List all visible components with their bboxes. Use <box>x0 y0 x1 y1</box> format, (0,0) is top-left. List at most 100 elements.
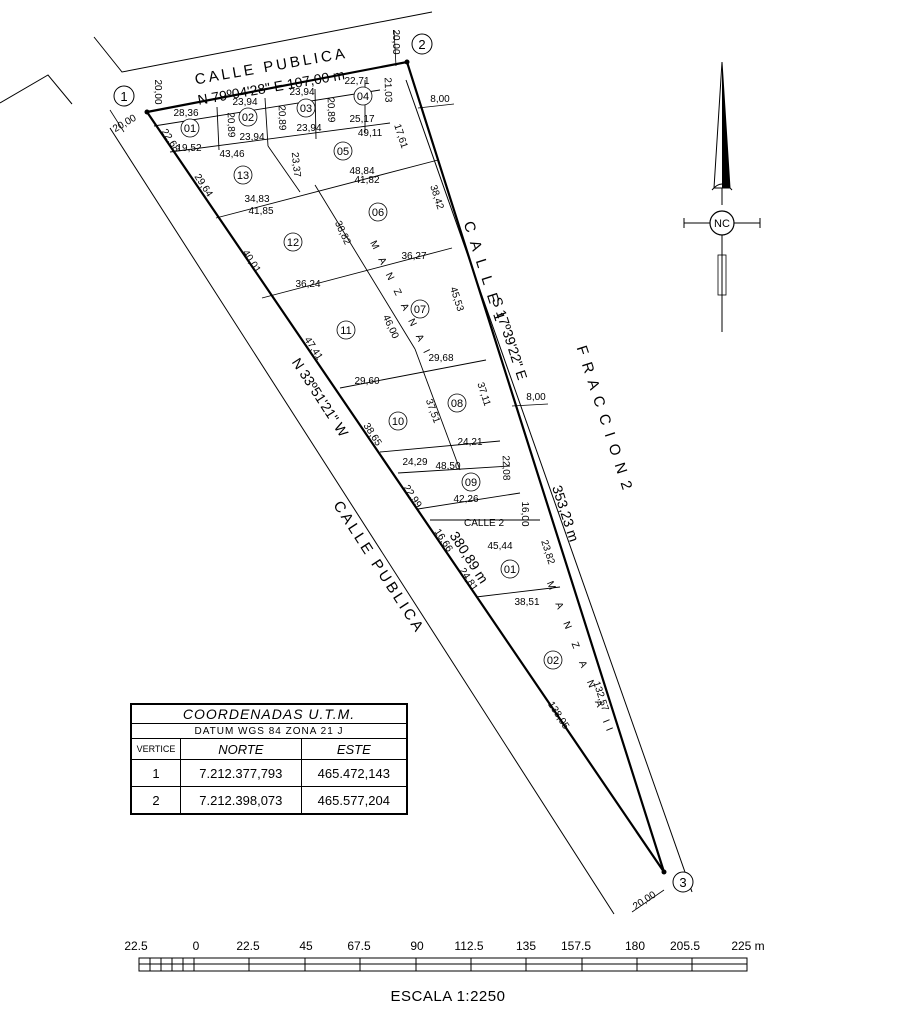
cell-este: 465.577,204 <box>300 786 408 815</box>
svg-text:37,51: 37,51 <box>423 398 442 426</box>
svg-text:45: 45 <box>299 939 313 953</box>
scale-title: ESCALA 1:2250 <box>391 988 506 1005</box>
cell-este: 465.472,143 <box>300 759 408 787</box>
svg-text:28,36: 28,36 <box>173 108 198 119</box>
svg-text:21,03: 21,03 <box>382 77 394 103</box>
svg-text:43,46: 43,46 <box>219 149 244 160</box>
svg-text:45,44: 45,44 <box>487 541 512 552</box>
north-arrow-icon: NC <box>683 61 761 332</box>
svg-text:20,89: 20,89 <box>325 97 337 123</box>
svg-text:20,89: 20,89 <box>225 112 237 138</box>
svg-text:20,00: 20,00 <box>631 889 658 912</box>
svg-text:38,82: 38,82 <box>332 219 353 247</box>
width-dimensions <box>109 29 665 913</box>
parcel-boundary <box>145 60 666 873</box>
lot-10: 10 <box>388 411 408 431</box>
svg-text:23,37: 23,37 <box>289 152 303 178</box>
svg-text:13: 13 <box>237 170 249 182</box>
lot-11: 11 <box>336 320 356 340</box>
svg-text:22.5: 22.5 <box>236 939 260 953</box>
svg-text:20,00: 20,00 <box>390 29 401 54</box>
svg-text:3: 3 <box>679 875 686 890</box>
vertex-2: 2 <box>404 33 433 65</box>
svg-text:01: 01 <box>184 123 196 135</box>
svg-text:8,00: 8,00 <box>430 94 450 105</box>
m2-lot-02: 02 <box>543 650 563 670</box>
svg-text:25,17: 25,17 <box>349 114 374 125</box>
lot-07: 07 <box>410 299 430 319</box>
svg-text:40,01: 40,01 <box>240 248 263 275</box>
table-datum: DATUM WGS 84 ZONA 21 J <box>130 723 408 739</box>
svg-text:34,83: 34,83 <box>244 194 269 205</box>
street-edges <box>0 11 693 915</box>
svg-text:46,00: 46,00 <box>380 313 401 341</box>
svg-text:37,11: 37,11 <box>474 381 492 408</box>
svg-text:38,51: 38,51 <box>514 597 539 608</box>
svg-text:16,00: 16,00 <box>519 501 530 526</box>
svg-text:29,60: 29,60 <box>354 376 379 387</box>
lot-05: 05 <box>333 141 353 161</box>
street-left: CALLE PUBLICA <box>329 498 428 637</box>
svg-text:48,84: 48,84 <box>349 166 374 177</box>
svg-text:157.5: 157.5 <box>561 939 591 953</box>
scale-bar <box>138 957 748 972</box>
lot-13: 13 <box>233 165 253 185</box>
header-vertice: VERTICE <box>130 738 181 760</box>
lot-01: 01 <box>180 118 200 138</box>
svg-text:02: 02 <box>547 655 559 667</box>
svg-text:45,53: 45,53 <box>447 286 465 314</box>
lot-03: 03 <box>296 98 316 118</box>
header-este: ESTE <box>300 738 408 760</box>
svg-text:29,68: 29,68 <box>428 353 453 364</box>
length-right: 353,23 m <box>549 483 582 543</box>
svg-text:23,94: 23,94 <box>232 97 257 108</box>
svg-text:17,61: 17,61 <box>391 123 409 151</box>
vertex-1: 1 <box>113 85 150 115</box>
scale-ticks: 22.5 0 22.5 45 67.5 90 112.5 135 157.5 1… <box>124 939 764 953</box>
svg-text:12: 12 <box>287 237 299 249</box>
svg-text:01: 01 <box>504 564 516 576</box>
lot-12: 12 <box>283 232 303 252</box>
header-norte: NORTE <box>180 738 302 760</box>
svg-text:19,52: 19,52 <box>176 143 201 154</box>
svg-text:225 m: 225 m <box>731 939 764 953</box>
svg-text:36,24: 36,24 <box>295 279 320 290</box>
svg-text:NC: NC <box>714 218 730 230</box>
street-calle2: CALLE 2 <box>464 518 504 529</box>
svg-text:138,05: 138,05 <box>545 700 571 732</box>
svg-text:22,08: 22,08 <box>500 455 512 481</box>
table-title: COORDENADAS U.T.M. <box>130 703 408 724</box>
m2-lot-01: 01 <box>500 559 520 579</box>
svg-text:67.5: 67.5 <box>347 939 371 953</box>
svg-text:112.5: 112.5 <box>454 939 483 953</box>
table-row: 1 7.212.377,793 465.472,143 <box>130 759 408 787</box>
svg-text:41,85: 41,85 <box>248 206 273 217</box>
svg-text:02: 02 <box>242 112 254 124</box>
lot-numbers: 01 02 03 04 05 06 07 08 09 10 11 12 13 0… <box>180 86 563 670</box>
lot-04: 04 <box>353 86 373 106</box>
svg-text:08: 08 <box>451 398 463 410</box>
svg-text:11: 11 <box>340 325 351 337</box>
svg-text:22.5: 22.5 <box>124 939 148 953</box>
svg-text:24,21: 24,21 <box>457 437 482 448</box>
svg-text:42,26: 42,26 <box>453 494 478 505</box>
fraccion-label: F R A C C I O N 2 <box>573 344 636 494</box>
vertex-3: 3 <box>661 869 694 893</box>
svg-text:23,94: 23,94 <box>289 87 314 98</box>
svg-text:10: 10 <box>392 416 404 428</box>
svg-text:1: 1 <box>120 89 127 104</box>
svg-text:24,29: 24,29 <box>402 457 427 468</box>
svg-text:20,00: 20,00 <box>111 113 139 135</box>
svg-text:48,50: 48,50 <box>435 461 460 472</box>
svg-text:41,82: 41,82 <box>354 175 379 186</box>
svg-text:38,65: 38,65 <box>361 421 384 448</box>
svg-text:23,94: 23,94 <box>239 132 264 143</box>
svg-text:2: 2 <box>418 37 425 52</box>
svg-text:0: 0 <box>193 939 200 953</box>
svg-text:05: 05 <box>337 146 349 158</box>
svg-text:06: 06 <box>372 207 384 219</box>
svg-text:07: 07 <box>414 304 426 316</box>
svg-text:29,64: 29,64 <box>192 172 215 199</box>
svg-text:09: 09 <box>465 477 477 489</box>
